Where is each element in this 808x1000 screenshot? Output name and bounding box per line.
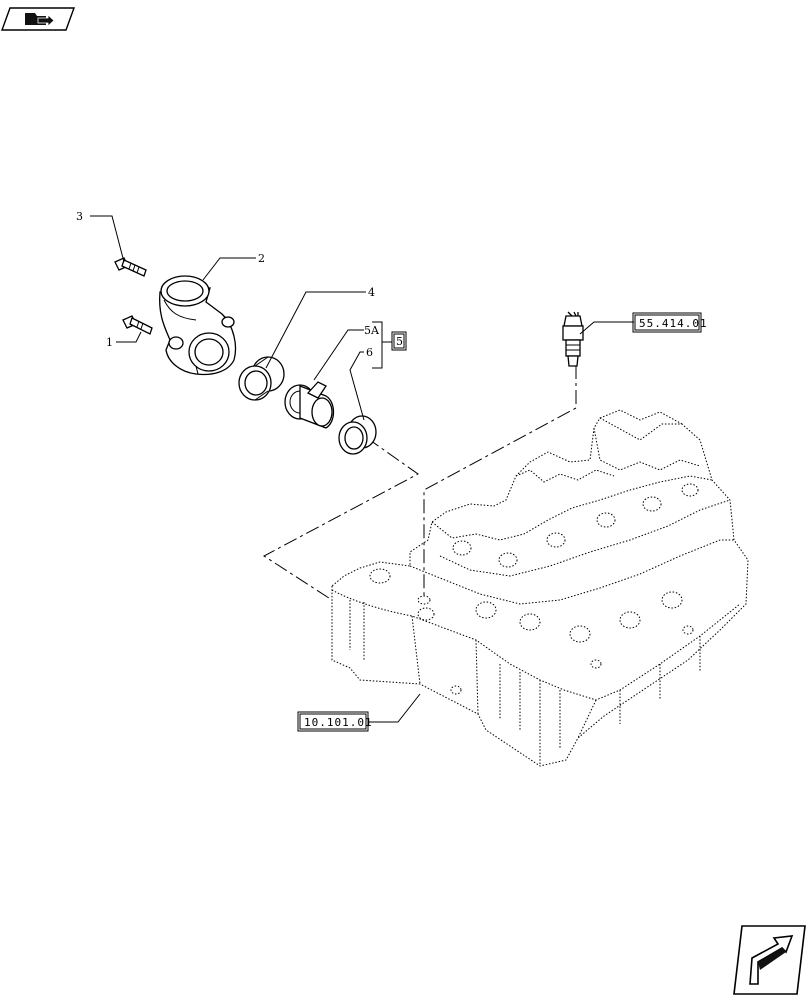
cylinder-head — [331, 409, 749, 767]
callout-2: 2 — [258, 252, 265, 265]
reference-10-101-01: 10.101.01 — [304, 716, 373, 729]
gasket-ring-part-6 — [338, 415, 377, 455]
folder-arrow-icon[interactable] — [1, 7, 75, 31]
bolt-part-3 — [114, 257, 147, 277]
callout-5a: 5A — [364, 324, 380, 337]
kit-label-5: 5 — [396, 335, 403, 348]
callout-3: 3 — [76, 210, 83, 223]
assembly-line — [263, 365, 577, 601]
thermostat-housing-part-2 — [159, 275, 237, 376]
next-page-arrow-icon[interactable] — [733, 925, 806, 995]
leader-lines — [90, 215, 634, 723]
callout-6: 6 — [366, 346, 373, 359]
kit-box-5[interactable]: 5 — [391, 331, 407, 351]
callout-1: 1 — [106, 336, 113, 349]
thermostat-part-5a — [284, 381, 335, 429]
reference-55-414-01: 55.414.01 — [639, 317, 708, 330]
reference-box-cylinder-head[interactable]: 10.101.01 — [297, 711, 373, 732]
temperature-sensor — [562, 311, 584, 367]
seal-ring-part-4 — [238, 356, 285, 401]
bolt-part-1 — [122, 315, 153, 335]
reference-box-sensor[interactable]: 55.414.01 — [632, 312, 708, 333]
callout-4: 4 — [368, 286, 375, 299]
